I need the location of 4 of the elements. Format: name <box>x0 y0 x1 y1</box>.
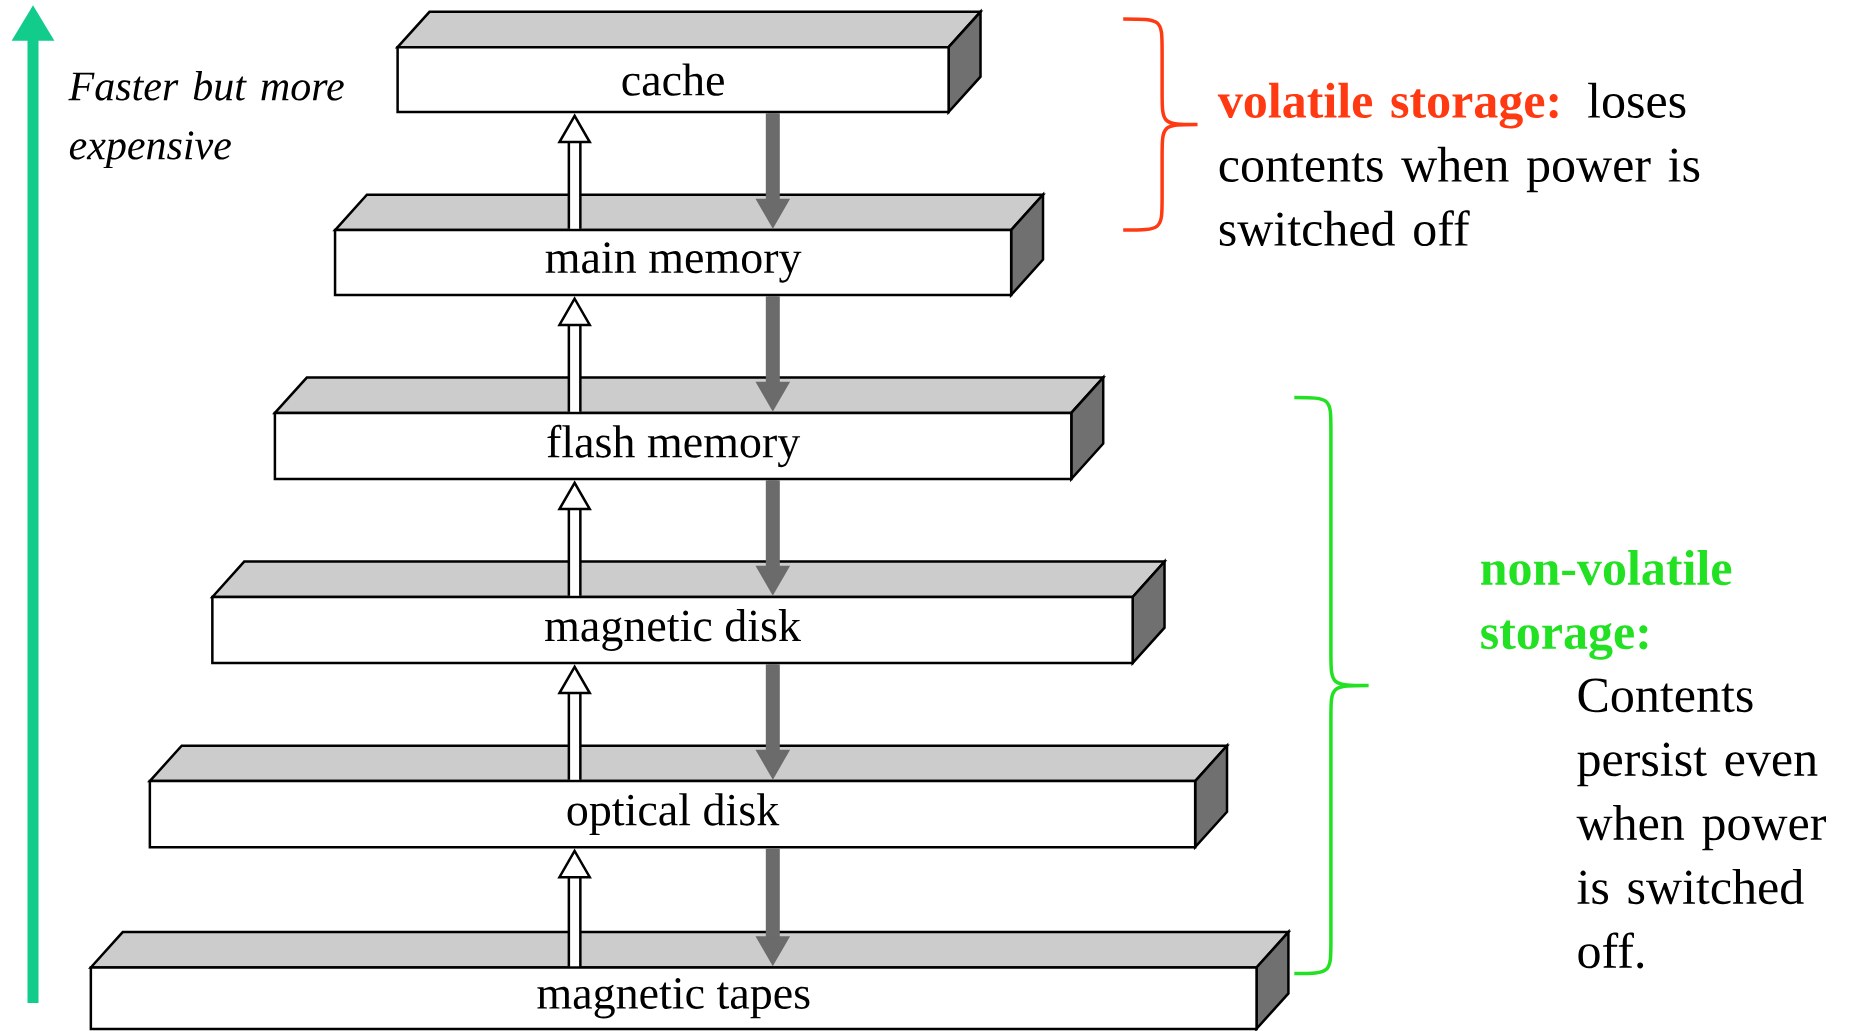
note: Faster but more expensive <box>68 71 344 169</box>
note: Contents persist even when power is switched off. <box>1576 678 1826 969</box>
note: volatile storage: loses contents when power is switched off <box>1217 82 1700 246</box>
heading: non-volatile storage: <box>1481 550 1732 660</box>
